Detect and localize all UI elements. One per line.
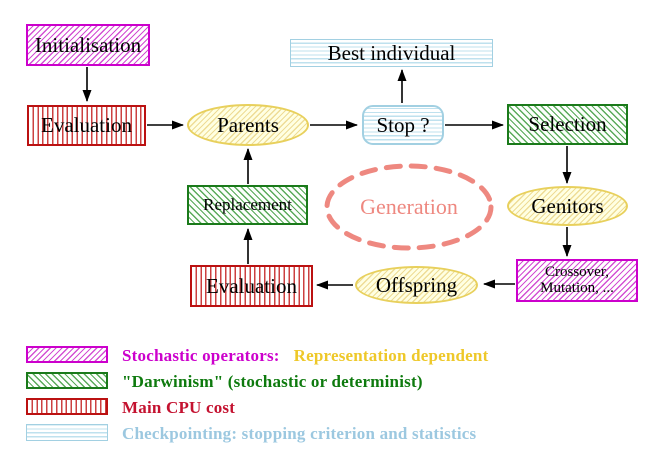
node-crossover-line2: Mutation, ... [540, 279, 614, 296]
node-parents: Parents [187, 104, 309, 146]
node-replacement: Replacement [187, 185, 308, 225]
node-initialisation-label: Initialisation [34, 32, 142, 57]
node-evaluation-bottom-label: Evaluation [206, 273, 297, 298]
node-stop: Stop ? [362, 105, 444, 145]
legend-swatch-stochastic-operators [26, 346, 108, 363]
node-genitors-label: Genitors [531, 193, 604, 218]
node-evaluation-top-label: Evaluation [41, 113, 132, 138]
node-parents-label: Parents [217, 112, 279, 137]
node-generation-label: Generation [360, 194, 458, 219]
legend-label-representation-dependent: Representation dependent [293, 346, 489, 365]
legend-label-darwinism: "Darwinism" (stochastic or determinist) [122, 372, 423, 391]
node-best-individual-label: Best individual [327, 40, 456, 65]
node-offspring-label: Offspring [375, 272, 458, 297]
legend-label-stochastic-operators-primary: Stochastic operators: [122, 346, 280, 365]
node-best-individual: Best individual [290, 39, 493, 67]
node-genitors: Genitors [507, 186, 628, 226]
legend-label-checkpointing: Checkpointing: stopping criterion and st… [122, 424, 477, 443]
legend-swatch-main-cpu-cost [26, 398, 108, 415]
node-evaluation-bottom: Evaluation [190, 265, 313, 307]
node-selection-label: Selection [528, 112, 607, 137]
legend-swatch-checkpointing [26, 424, 108, 441]
node-offspring: Offspring [355, 266, 478, 304]
node-replacement-label: Replacement [203, 195, 292, 215]
legend-swatch-darwinism [26, 372, 108, 389]
legend-label-stochastic-operators: Stochastic operators: Representation depe… [122, 346, 488, 366]
node-initialisation: Initialisation [26, 24, 150, 66]
node-evaluation-top: Evaluation [27, 105, 146, 146]
legend-label-main-cpu-cost: Main CPU cost [122, 398, 236, 417]
node-stop-label: Stop ? [376, 112, 430, 137]
node-crossover-line1: Crossover, [545, 263, 609, 280]
node-crossover-mutation: Crossover, Mutation, ... [516, 259, 638, 302]
node-selection: Selection [507, 104, 628, 145]
